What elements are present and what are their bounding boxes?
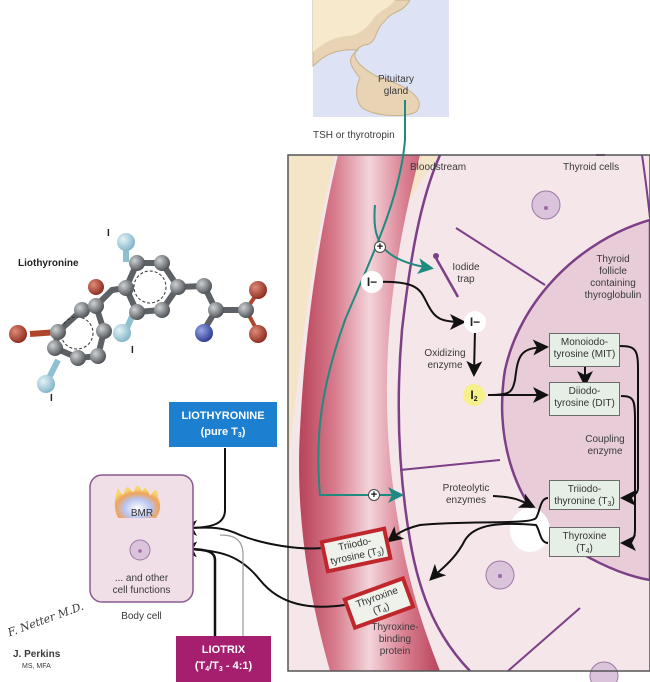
- subscript: 3: [237, 432, 242, 439]
- label-line: (T4): [550, 543, 619, 558]
- author-credentials: MS, MFA: [22, 663, 51, 670]
- label-line: enzymes: [445, 495, 486, 506]
- iodine-atom-label: I: [50, 393, 53, 404]
- other-functions-label: ... and other cell functions: [95, 573, 188, 597]
- label-part: thyronine (T: [554, 496, 608, 507]
- label-line: Proteolytic: [442, 483, 490, 494]
- tsh-label: TSH or thyrotropin: [313, 130, 395, 141]
- label-part: ): [589, 543, 593, 554]
- dit-box: Diiodo- tyrosine (DIT): [549, 382, 620, 416]
- label-line: tyrosine (DIT): [554, 398, 615, 409]
- cell-nucleus: [531, 190, 561, 220]
- mit-box: Monoiodo- tyrosine (MIT): [549, 333, 620, 367]
- label-line: gland: [383, 86, 409, 97]
- iodine-atom-label: I: [107, 228, 110, 239]
- cell-nucleus: [589, 661, 619, 682]
- iodine-symbol: I: [470, 388, 474, 402]
- label-part: ): [241, 426, 246, 438]
- label-line: Coupling: [585, 434, 625, 445]
- liothyronine-drug-box: LIOTHYRONINE (pure T3): [169, 402, 277, 447]
- label-line: LIOTHYRONINE: [181, 410, 265, 422]
- label-line: Monoiodo-: [560, 337, 609, 348]
- label-part: ): [611, 496, 615, 507]
- label-part: (T: [576, 543, 586, 554]
- liotrix-drug-box: LIOTRIX (T4/T3 - 4:1): [176, 636, 271, 682]
- label-line: Thyroxine: [562, 531, 607, 542]
- label-line: (T4/T3 - 4:1): [176, 658, 271, 678]
- subscript: 3: [218, 666, 223, 673]
- oxidizing-enzyme-label: Oxidizing enzyme: [420, 348, 470, 372]
- label-line: Pituitary: [377, 74, 415, 85]
- cell-membrane: [397, 154, 471, 672]
- label-line: enzyme: [587, 446, 623, 457]
- cell-nucleus: [485, 560, 515, 590]
- label-part: /T: [209, 660, 219, 672]
- iodine-subscript: 2: [473, 396, 478, 403]
- liothyronine-molecule: [9, 233, 267, 393]
- label-line: Diiodo-: [568, 386, 601, 397]
- tsh-pathway: [317, 100, 406, 503]
- proteolytic-enzymes-label: Proteolytic enzymes: [436, 483, 496, 507]
- label-line: containing: [590, 278, 636, 289]
- t4-thyroid-box: Thyroxine (T4): [549, 527, 620, 557]
- label-line: protein: [379, 646, 411, 657]
- t3-thyroid-box: Triiodo- thyronine (T3): [549, 480, 620, 510]
- label-line: Oxidizing: [424, 348, 466, 359]
- label-line: follicle: [599, 266, 627, 277]
- label-line: Triiodo-: [567, 484, 602, 495]
- coupling-enzyme-label: Coupling enzyme: [580, 434, 630, 458]
- molecule-title: Liothyronine: [18, 258, 79, 269]
- hypothalamus-shape: [313, 0, 395, 52]
- subscript: 4: [205, 666, 210, 673]
- thyroid-cells-label: Thyroid cells: [563, 162, 620, 173]
- iodine-atom-label: I: [131, 345, 134, 356]
- label-line: (pure T3): [169, 424, 277, 444]
- label-line: Thyroxine-: [371, 622, 419, 633]
- flame-icon: [114, 485, 161, 518]
- label-line: enzyme: [427, 360, 463, 371]
- label-part: (pure T: [200, 426, 238, 438]
- subscript: 3: [607, 501, 612, 508]
- bloodstream-label: Bloodstream: [410, 162, 467, 173]
- body-cell-caption: Body cell: [121, 611, 162, 622]
- label-line: cell functions: [112, 585, 171, 596]
- thyroxine-binding-protein-label: Thyroxine- binding protein: [368, 622, 422, 658]
- thyroid-follicle-label: Thyroid follicle containing thyroglobuli…: [578, 254, 648, 302]
- stimulation-icon: +: [368, 489, 380, 501]
- label-line: Thyroid: [596, 254, 630, 265]
- iodide-trap-label: Iodide trap: [448, 262, 484, 286]
- label-part: - 4:1): [222, 660, 253, 672]
- label-part: (T: [194, 660, 206, 672]
- subscript: 4: [585, 548, 590, 555]
- iodide-ion-bloodstream: I−: [361, 271, 383, 293]
- label-line: tyrosine (MIT): [553, 349, 616, 360]
- label-line: ... and other: [114, 573, 169, 584]
- label-line: thyroglobulin: [584, 290, 642, 301]
- stimulation-icon: +: [374, 241, 386, 253]
- label-line: Iodide: [452, 262, 480, 273]
- author-name: J. Perkins: [13, 649, 61, 660]
- iodide-ion-cell: I−: [464, 311, 486, 333]
- label-line: trap: [457, 274, 475, 285]
- connective-tissue: [288, 155, 335, 671]
- pituitary-gland-label: Pituitary gland: [372, 74, 420, 98]
- label-line: LIOTRIX: [201, 644, 246, 656]
- bmr-label: BMR: [130, 508, 154, 519]
- label-line: thyronine (T3): [550, 496, 619, 511]
- label-line: binding: [378, 634, 412, 645]
- iodine-molecule: I2: [463, 384, 485, 406]
